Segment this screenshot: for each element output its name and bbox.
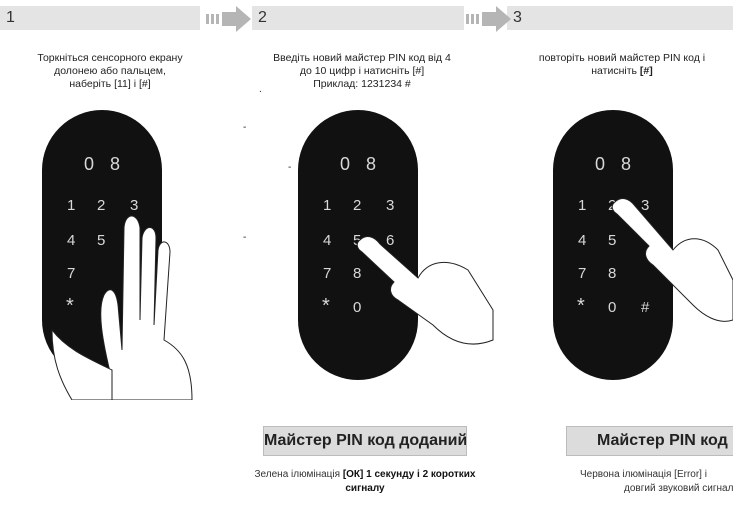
step-2-instruction: Введіть новий майстер PIN код від 4 до 1… [262, 52, 462, 91]
key-5: 5 [97, 232, 105, 249]
key-0: 0 [353, 299, 361, 316]
key-star: * [322, 295, 330, 317]
instruction-line: Торкніться сенсорного екрану [37, 52, 183, 64]
key-7: 7 [67, 265, 75, 282]
key-1: 1 [67, 197, 75, 214]
key-4: 4 [323, 232, 331, 249]
pointing-finger-icon [611, 198, 733, 322]
hand-palm-icon [51, 215, 193, 400]
key-star: * [66, 295, 74, 317]
key-7: 7 [578, 265, 586, 282]
instruction-line: Введіть новий майстер PIN код від 4 [273, 52, 451, 64]
instruction-line: Приклад: 1231234 # [313, 78, 411, 90]
next-arrow-icon [206, 6, 251, 32]
instruction-prefix: натисніть [591, 65, 640, 77]
next-arrow-icon [466, 6, 511, 32]
key-4: 4 [67, 232, 75, 249]
key-3: 3 [641, 197, 649, 214]
key-3: 3 [130, 197, 138, 214]
key-hash: # [641, 299, 650, 316]
key-5: 5 [353, 232, 361, 249]
error-desc-line-1: Червона ілюмінація [Error] і [580, 469, 707, 480]
instruction-key: [#] [639, 65, 653, 77]
key-0: 0 [608, 299, 616, 316]
key-1: 1 [323, 197, 331, 214]
step-2-number: 2 [258, 9, 267, 26]
instruction-line: наберіть [11] і [#] [69, 78, 151, 90]
step-3-header: 3 [507, 6, 733, 30]
stray-dot: - [243, 232, 247, 243]
success-desc-line-1: Зелена ілюмінація [ОК] 1 секунду і 2 кор… [230, 468, 500, 482]
key-7: 7 [323, 265, 331, 282]
lock-panel-step-2: 0 8 1 2 3 4 5 6 7 8 * 0 [298, 110, 498, 400]
key-2: 2 [97, 197, 105, 214]
step-3-number: 3 [513, 9, 522, 26]
display-glyph-0: 0 [84, 154, 94, 174]
display-glyph-1: 8 [110, 154, 120, 174]
stray-dot: . [259, 84, 262, 95]
key-2: 2 [353, 197, 361, 214]
lock-panel-step-3: 0 8 1 2 3 4 5 7 8 * 0 # [553, 110, 733, 400]
instruction-line: повторіть новий майстер PIN код і [538, 52, 706, 64]
display-glyph-0: 0 [340, 154, 350, 174]
key-6: 6 [386, 232, 394, 249]
instruction-line: натисніть [#] [512, 65, 732, 78]
key-5: 5 [608, 232, 616, 249]
step-3-instruction: повторіть новий майстер PIN код і натисн… [512, 52, 732, 78]
lock-panel-step-1: 0 8 1 2 3 4 5 7 * [42, 110, 212, 400]
success-desc-prefix: Зелена ілюмінація [254, 469, 343, 480]
keypad: 1 2 3 4 5 6 7 8 * 0 [322, 197, 394, 317]
success-desc-bold-2: сигналу [345, 483, 385, 494]
key-3: 3 [386, 197, 394, 214]
stray-dot: - [243, 122, 247, 133]
key-4: 4 [578, 232, 586, 249]
success-desc-bold: [ОК] 1 секунду і 2 коротких [342, 469, 476, 480]
error-result-box: Майстер PIN код не доданий [566, 426, 733, 456]
display-glyph-1: 8 [366, 154, 376, 174]
error-description: Червона ілюмінація [Error] і довгий звук… [566, 468, 733, 496]
error-desc-line-2: довгий звуковий сигнал [624, 483, 733, 494]
instruction-line: до 10 цифр і натисніть [#] [299, 65, 425, 77]
key-1: 1 [578, 197, 586, 214]
step-2-header: 2 [252, 6, 464, 30]
step-1-instruction: Торкніться сенсорного екрану долонею або… [20, 52, 200, 91]
step-1-number: 1 [6, 9, 15, 26]
instruction-line: долонею або пальцем, [54, 65, 166, 77]
success-result-box: Майстер PIN код доданий [263, 426, 467, 456]
success-description: Зелена ілюмінація [ОК] 1 секунду і 2 кор… [230, 468, 500, 496]
display-glyph-1: 8 [621, 154, 631, 174]
success-desc-line-2: сигналу [230, 482, 500, 496]
pointing-finger-icon [356, 236, 494, 345]
stray-dot: - [288, 162, 292, 173]
keypad: 1 2 3 4 5 7 * [66, 197, 138, 317]
error-title: Майстер PIN код не доданий [597, 432, 733, 449]
key-8: 8 [353, 265, 361, 282]
display-glyph-0: 0 [595, 154, 605, 174]
step-1-header: 1 [0, 6, 200, 30]
key-star: * [577, 295, 585, 317]
key-8: 8 [608, 265, 616, 282]
success-title: Майстер PIN код доданий [264, 432, 467, 449]
